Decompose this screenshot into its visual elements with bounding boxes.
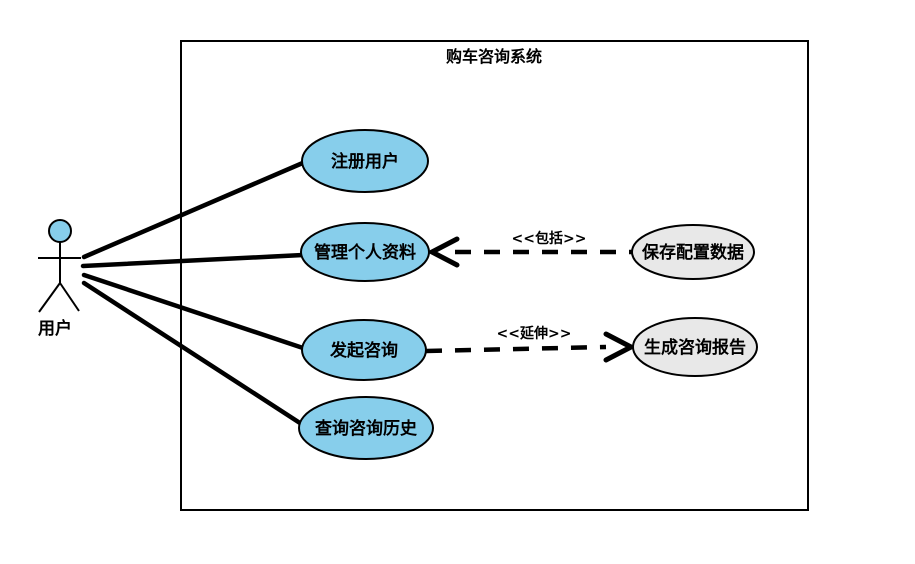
usecase-manage-profile-label: 管理个人资料 bbox=[314, 242, 416, 263]
usecase-generate-report-label: 生成咨询报告 bbox=[644, 337, 746, 358]
usecase-save-config-data-ellipse bbox=[631, 224, 755, 280]
usecase-register-user: 注册用户 bbox=[301, 129, 429, 193]
usecase-generate-report-ellipse bbox=[632, 317, 758, 377]
usecase-initiate-consult-label: 发起咨询 bbox=[329, 340, 398, 361]
association-user-register bbox=[81, 159, 308, 260]
usecase-register-user-label: 注册用户 bbox=[331, 151, 399, 172]
association-user-initiate-consult bbox=[81, 272, 306, 351]
usecase-manage-profile: 管理个人资料 bbox=[300, 222, 430, 282]
include-arrowhead-icon bbox=[426, 236, 460, 268]
actor-user: 用户 bbox=[38, 219, 81, 339]
actor-left-leg bbox=[38, 282, 61, 313]
association-user-query-history bbox=[81, 280, 306, 428]
usecase-query-history-label: 查询咨询历史 bbox=[314, 418, 418, 439]
system-title: 购车咨询系统 bbox=[446, 47, 542, 66]
include-stereotype-label: <<包括>> bbox=[512, 230, 587, 247]
usecase-initiate-consult: 发起咨询 bbox=[301, 319, 427, 381]
include-relationship: <<包括>> bbox=[426, 230, 632, 268]
usecase-save-config-data: 保存配置数据 bbox=[631, 224, 755, 280]
association-user-manage-profile bbox=[80, 252, 306, 269]
usecase-query-history-ellipse bbox=[298, 396, 434, 460]
extend-dashed-line bbox=[425, 344, 607, 354]
actor-label: 用户 bbox=[38, 318, 72, 339]
usecase-initiate-consult-ellipse bbox=[301, 319, 427, 381]
usecase-manage-profile-ellipse bbox=[300, 222, 430, 282]
usecase-save-config-data-label: 保存配置数据 bbox=[641, 242, 744, 263]
actor-head bbox=[48, 219, 72, 243]
extend-arrowhead-icon bbox=[603, 331, 637, 363]
extend-stereotype-label: <<延伸>> bbox=[497, 325, 572, 342]
extend-relationship: <<延伸>> bbox=[425, 325, 637, 363]
usecase-register-user-ellipse bbox=[301, 129, 429, 193]
actor-right-leg bbox=[59, 282, 80, 312]
usecase-generate-report: 生成咨询报告 bbox=[632, 317, 758, 377]
usecase-query-history: 查询咨询历史 bbox=[298, 396, 434, 460]
